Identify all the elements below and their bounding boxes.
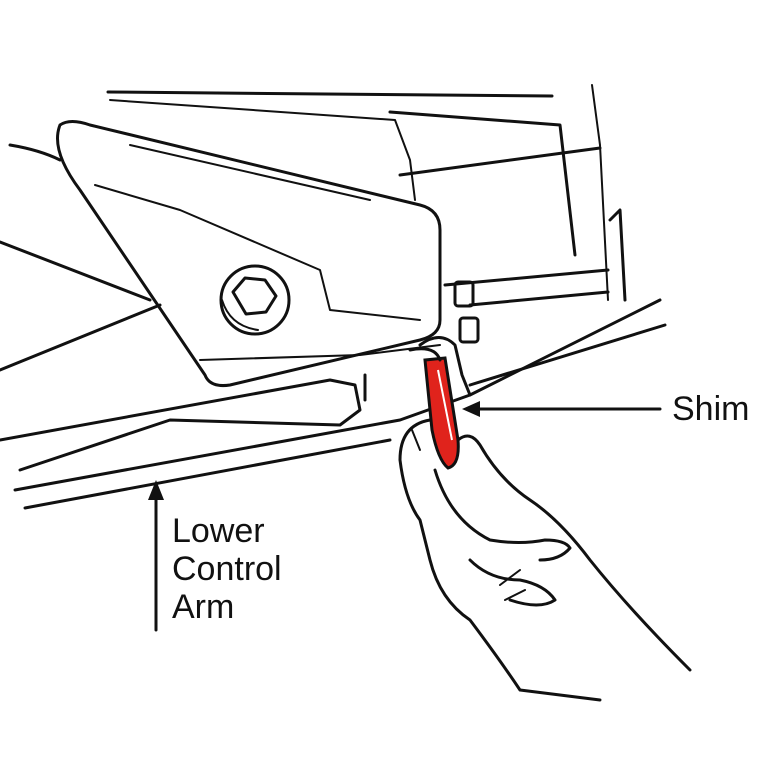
shim-arrow	[462, 401, 662, 417]
lower-control-arm-arrow	[148, 480, 164, 632]
label-line-lower: Lower	[172, 512, 265, 550]
shim-label: Shim	[672, 390, 750, 428]
shim	[408, 336, 472, 470]
lower-control-arm-label: Lower Control Arm	[172, 512, 282, 626]
nuts	[453, 280, 480, 344]
bracket	[56, 120, 442, 387]
label-line-control: Control	[172, 550, 282, 588]
frame-lines	[106, 84, 627, 307]
lower-control-arm	[0, 143, 667, 510]
hand	[398, 418, 692, 702]
bolt-head	[219, 264, 291, 336]
label-line-arm: Arm	[172, 588, 235, 626]
